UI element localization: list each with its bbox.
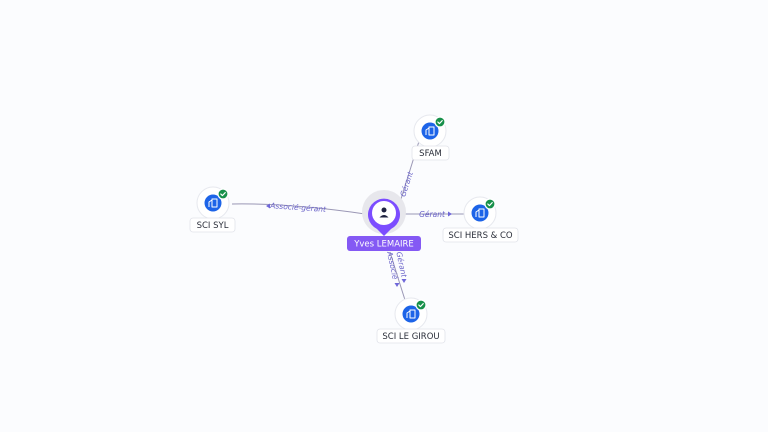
edge-arrow-sci-le-girou-a: [401, 279, 407, 283]
verified-check-icon: [434, 116, 446, 128]
company-node-sci-le-girou[interactable]: SCI LE GIROU: [376, 297, 446, 344]
company-label-box: [442, 227, 519, 243]
edge-label-sfam: Gérant: [398, 170, 415, 198]
edge-label-sci-syl: Associé-gérant: [269, 201, 327, 214]
edge-label-sci-hers-co: Gérant: [419, 210, 446, 219]
company-name: SFAM: [419, 149, 442, 159]
company-label-box: [411, 145, 450, 161]
edge-sci-syl: Associé-gérant: [231, 201, 366, 215]
company-node-sfam[interactable]: SFAM: [411, 114, 450, 161]
company-node-sci-hers-co[interactable]: SCI HERS & CO: [442, 196, 519, 243]
verified-check-icon: [415, 299, 427, 311]
building-icon: [406, 309, 416, 319]
company-node-sci-syl[interactable]: SCI SYL: [189, 186, 236, 233]
edge-sci-le-girou: Gérant Associé: [385, 250, 409, 301]
company-label-box: [376, 328, 446, 344]
verified-check-icon: [217, 188, 229, 200]
company-name: SCI LE GIROU: [382, 332, 439, 342]
building-icon: [208, 198, 218, 208]
person-name: Yves LEMAIRE: [353, 240, 414, 250]
building-icon: [475, 208, 485, 218]
verified-check-icon: [484, 198, 496, 210]
edge-arrow-sci-hers-co: [448, 211, 452, 217]
edge-sci-hers-co: Gérant: [402, 210, 464, 219]
person-label-box: [347, 236, 421, 251]
edge-arrow-sci-le-girou-b: [394, 283, 400, 287]
company-name: SCI SYL: [197, 221, 229, 231]
edge-arrow-sci-syl: [266, 203, 270, 209]
building-icon: [425, 126, 435, 136]
person-node[interactable]: Yves LEMAIRE: [347, 190, 421, 251]
company-name: SCI HERS & CO: [448, 231, 513, 241]
person-icon: [379, 207, 389, 218]
company-label-box: [189, 217, 236, 233]
